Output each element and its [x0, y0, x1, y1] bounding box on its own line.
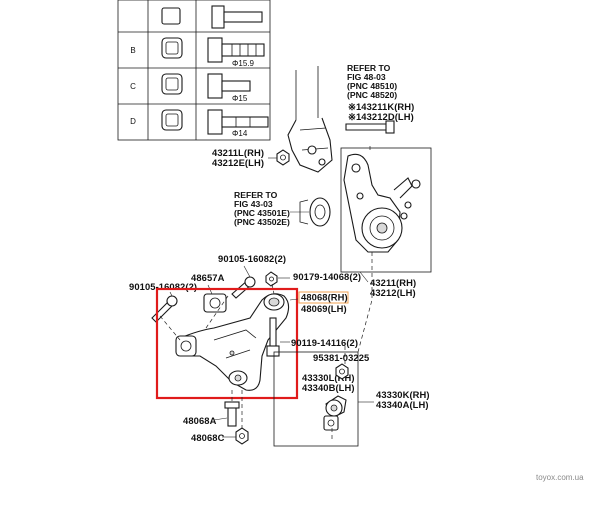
row-key: D [130, 117, 136, 126]
label-48068a: 48068A [183, 415, 217, 426]
bolt-row-top [161, 5, 263, 29]
highlight-box [155, 287, 299, 400]
ref-line: FIG 43-03 [234, 199, 273, 209]
bolt-90105-top [231, 276, 256, 299]
bolt-48068a [224, 401, 240, 427]
connector-lines [159, 146, 373, 440]
ball-joint [323, 395, 347, 431]
bolt-dim-b: Φ15.9 [232, 59, 255, 68]
label-highlight-box [298, 291, 349, 304]
label-43211: 43211(RH) [370, 277, 416, 288]
bolt-row-d: D Φ14 [130, 109, 269, 138]
bolt-table: B Φ15.9 C Φ15 D [117, 0, 271, 141]
ball-joint-box [273, 351, 359, 447]
bolt-row-c: C Φ15 [130, 73, 251, 103]
bolt-head-icon [161, 109, 183, 131]
label-48657a: 48657A [191, 272, 225, 283]
ref-line: FIG 48-03 [347, 72, 386, 82]
bolt-head-icon [161, 73, 183, 95]
strut-assembly [287, 66, 395, 173]
bushing-ref: REFER TO FIG 43-03 (PNC 43501E) (PNC 435… [234, 190, 290, 227]
knuckle-box [340, 147, 432, 273]
label-43212: 43212(LH) [370, 287, 416, 298]
row-key: B [130, 46, 135, 55]
bolt-90119 [266, 317, 280, 357]
strut-ref: REFER TO FIG 48-03 (PNC 48510) (PNC 4852… [347, 63, 397, 100]
watermark-text: toyox.com.ua [536, 473, 584, 482]
steering-knuckle [343, 153, 421, 253]
label-90105-top: 90105-16082(2) [218, 253, 286, 264]
label-90179: 90179-14068(2) [293, 271, 361, 282]
bushing-48657a [203, 293, 227, 313]
ref-line: REFER TO [347, 63, 391, 73]
strut-nut [276, 149, 290, 166]
row-key: C [130, 82, 136, 91]
cotter-nut [335, 363, 349, 380]
label-95381: 95381-03225 [313, 352, 369, 363]
ref-line: (PNC 43501E) [234, 208, 290, 218]
nut-48068c [235, 427, 249, 445]
ref-line: (PNC 48510) [347, 81, 397, 91]
label-90119: 90119-14116(2) [291, 337, 358, 348]
label-43340a: 43340A(LH) [376, 399, 429, 410]
label-43340b: 43340B(LH) [302, 382, 355, 393]
bolt-90105-left [151, 295, 178, 323]
lower-control-arm [175, 293, 290, 391]
nut-90179 [265, 271, 278, 287]
label-43212d: ※143212D(LH) [348, 111, 414, 122]
label-48068: 48068(RH) [301, 292, 348, 303]
bolt-row-b: B Φ15.9 [130, 37, 265, 68]
label-90105-left: 90105-16082(2) [129, 281, 197, 292]
label-43211k: ※143211K(RH) [348, 101, 414, 112]
label-48068c: 48068C [191, 432, 225, 443]
bolt-head-icon [161, 37, 183, 59]
ref-line: (PNC 48520) [347, 90, 397, 100]
ref-line: REFER TO [234, 190, 278, 200]
label-48069: 48069(LH) [301, 303, 347, 314]
ref-line: (PNC 43502E) [234, 217, 290, 227]
label-43212e: 43212E(LH) [212, 157, 264, 168]
bushing-part [299, 197, 331, 227]
bolt-dim-c: Φ15 [232, 94, 248, 103]
bolt-dim-d: Φ14 [232, 129, 248, 138]
label-43330k: 43330K(RH) [376, 389, 430, 400]
label-43330l: 43330L(RH) [302, 372, 355, 383]
label-43211l: 43211L(RH) [212, 147, 264, 158]
